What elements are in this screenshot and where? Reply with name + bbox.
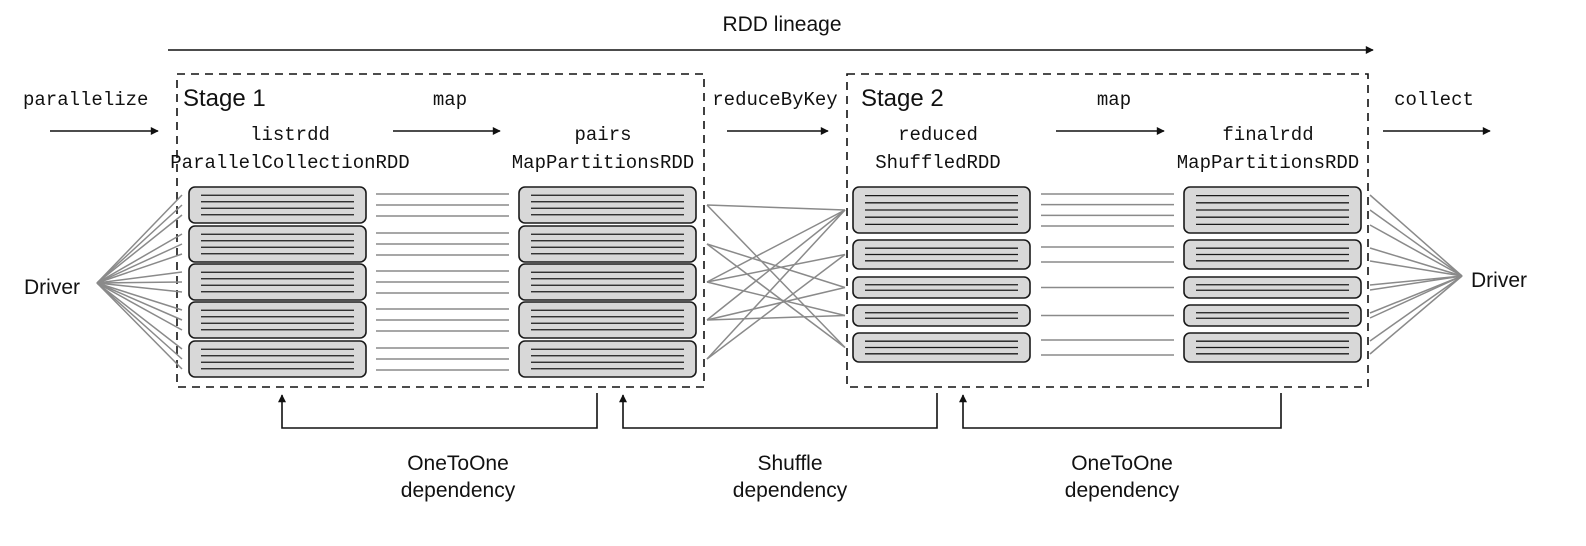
connector-line bbox=[96, 282, 183, 360]
connector-line bbox=[96, 282, 183, 293]
partition-pairs-2 bbox=[518, 225, 697, 263]
connector-line bbox=[1369, 260, 1463, 277]
partition-reduced-5 bbox=[852, 332, 1031, 363]
rdd-type-mappartitions-2: MapPartitionsRDD bbox=[1177, 152, 1359, 174]
shuffle-dependency-arrow bbox=[619, 393, 938, 429]
partition-columns bbox=[188, 186, 1362, 378]
partition-reduced-2 bbox=[852, 239, 1031, 270]
partition-reduced-4 bbox=[852, 304, 1031, 327]
connector-line bbox=[1369, 224, 1463, 277]
rdd-type-shuffled: ShuffledRDD bbox=[875, 152, 1000, 174]
connector-line bbox=[96, 282, 183, 370]
partition-connectors bbox=[96, 193, 1463, 371]
partition-reduced-3 bbox=[852, 276, 1031, 299]
connector-line bbox=[706, 209, 846, 321]
connector-line bbox=[706, 209, 846, 360]
connector-line bbox=[706, 253, 846, 360]
connector-line bbox=[706, 314, 846, 321]
rdd-name-reduced: reduced bbox=[898, 124, 978, 146]
partition-pairs-4 bbox=[518, 301, 697, 339]
partition-listrdd-5 bbox=[188, 340, 367, 378]
partition-finalrdd-2 bbox=[1183, 239, 1362, 270]
connector-line bbox=[706, 281, 846, 317]
onetoone-dependency-arrow-1 bbox=[278, 393, 598, 429]
partition-listrdd-4 bbox=[188, 301, 367, 339]
dependency-3-line2: dependency bbox=[1065, 479, 1180, 502]
connector-line bbox=[706, 209, 846, 283]
connector-line bbox=[96, 204, 183, 284]
connector-line bbox=[96, 233, 183, 284]
connector-line bbox=[1369, 275, 1463, 291]
connector-line bbox=[96, 194, 183, 284]
dependency-3-line1: OneToOne bbox=[1071, 452, 1173, 475]
rdd-name-finalrdd: finalrdd bbox=[1222, 124, 1313, 146]
op-parallelize: parallelize bbox=[23, 89, 148, 111]
connector-line bbox=[1369, 275, 1463, 319]
stage-1-label: Stage 1 bbox=[183, 85, 266, 112]
driver-left-label: Driver bbox=[24, 276, 80, 299]
op-collect: collect bbox=[1394, 89, 1474, 111]
op-reduce-by-key: reduceByKey bbox=[712, 89, 837, 111]
partition-reduced-1 bbox=[852, 186, 1031, 234]
dependency-2-line2: dependency bbox=[733, 479, 848, 502]
rdd-name-listrdd: listrdd bbox=[250, 124, 330, 146]
op-map-2: map bbox=[1097, 89, 1131, 111]
dependency-1-line1: OneToOne bbox=[407, 452, 509, 475]
connector-line bbox=[96, 243, 183, 284]
connector-line bbox=[96, 282, 183, 321]
onetoone-dependency-arrow-2 bbox=[959, 393, 1282, 429]
partition-pairs-3 bbox=[518, 263, 697, 301]
connector-line bbox=[1369, 275, 1463, 355]
connector-line bbox=[96, 253, 183, 284]
connector-line bbox=[706, 204, 846, 211]
stage-2-box bbox=[846, 73, 1369, 388]
connector-line bbox=[96, 271, 183, 284]
connector-line bbox=[1369, 275, 1463, 342]
partition-listrdd-3 bbox=[188, 263, 367, 301]
rdd-type-parallelcollection: ParallelCollectionRDD bbox=[170, 152, 409, 174]
partition-listrdd-2 bbox=[188, 225, 367, 263]
rdd-name-pairs: pairs bbox=[574, 124, 631, 146]
connector-line bbox=[96, 214, 183, 284]
driver-right-label: Driver bbox=[1471, 269, 1527, 292]
op-map-1: map bbox=[433, 89, 467, 111]
partition-finalrdd-4 bbox=[1183, 304, 1362, 327]
partition-finalrdd-3 bbox=[1183, 276, 1362, 299]
connector-line bbox=[96, 281, 183, 284]
connector-line bbox=[96, 282, 183, 350]
dependency-2-line1: Shuffle bbox=[758, 452, 823, 475]
stage-2-label: Stage 2 bbox=[861, 85, 944, 112]
connector-line bbox=[706, 243, 846, 349]
dependency-1-line2: dependency bbox=[401, 479, 516, 502]
connector-line bbox=[96, 282, 183, 311]
partition-pairs-1 bbox=[518, 186, 697, 224]
connector-line bbox=[1369, 275, 1463, 286]
connector-line bbox=[706, 286, 846, 321]
connector-line bbox=[1369, 247, 1463, 277]
connector-line bbox=[1369, 194, 1463, 277]
connector-line bbox=[1369, 275, 1463, 314]
rdd-type-mappartitions-1: MapPartitionsRDD bbox=[512, 152, 694, 174]
partition-pairs-5 bbox=[518, 340, 697, 378]
connector-line bbox=[706, 253, 846, 283]
partition-finalrdd-5 bbox=[1183, 332, 1362, 363]
partition-finalrdd-1 bbox=[1183, 186, 1362, 234]
connector-line bbox=[706, 204, 846, 349]
connector-line bbox=[96, 282, 183, 331]
partition-listrdd-1 bbox=[188, 186, 367, 224]
connector-line bbox=[1369, 209, 1463, 277]
lineage-title: RDD lineage bbox=[722, 13, 841, 36]
